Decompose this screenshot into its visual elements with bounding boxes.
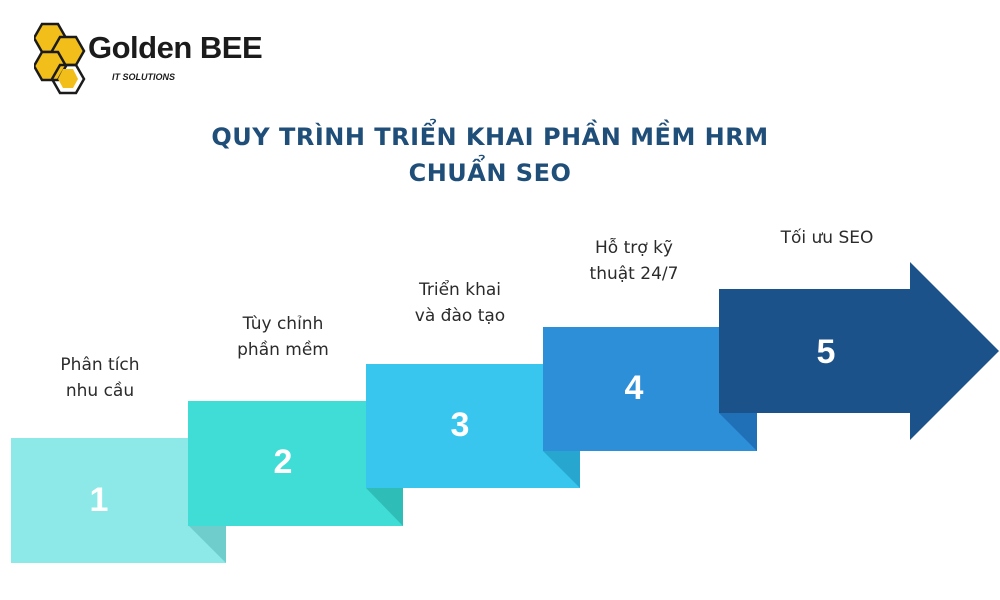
step-5-number: 5 (816, 333, 836, 371)
page-title-line-1: QUY TRÌNH TRIỂN KHAI PHẦN MỀM HRM (211, 123, 769, 151)
honeycomb-icon (34, 22, 86, 95)
step-5-arrow (719, 262, 999, 440)
step-5-label-line-1: Tối ưu SEO (780, 228, 874, 248)
step-3-number: 3 (450, 406, 470, 444)
step-1-label: Phân tích nhu cầu (25, 352, 175, 404)
step-3-label-line-1: Triển khai (419, 280, 501, 300)
brand-tagline: IT SOLUTIONS (112, 72, 175, 82)
step-1-number: 1 (89, 481, 109, 519)
page-title-line-2: CHUẨN SEO (408, 159, 572, 187)
step-4-number: 4 (624, 369, 644, 407)
step-2-label-line-2: phần mềm (237, 340, 329, 360)
step-4-label: Hỗ trợ kỹ thuật 24/7 (559, 235, 709, 287)
step-4-label-line-2: thuật 24/7 (589, 264, 679, 284)
step-1-label-line-2: nhu cầu (65, 381, 135, 401)
step-2-label-line-1: Tùy chỉnh (242, 314, 324, 334)
step-2-label: Tùy chỉnh phần mềm (208, 311, 358, 363)
step-3-label: Triển khai và đào tạo (385, 277, 535, 329)
step-2-number: 2 (273, 443, 293, 481)
brand-name: Golden BEE (88, 30, 263, 65)
step-5-label: Tối ưu SEO (752, 225, 902, 251)
step-4-label-line-1: Hỗ trợ kỹ (595, 238, 673, 258)
step-1-label-line-1: Phân tích (60, 355, 140, 375)
logo: Golden BEE IT SOLUTIONS (34, 22, 263, 98)
step-3-label-line-2: và đào tạo (414, 306, 506, 326)
